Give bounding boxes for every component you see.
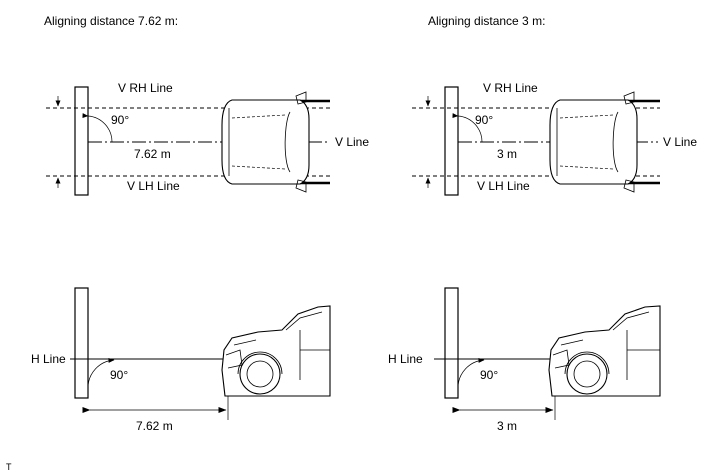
v-lh-line-label: V LH Line [127, 179, 180, 193]
screen-wall [74, 86, 89, 196]
distance-label-side: 7.62 m [136, 419, 173, 433]
angle-label-side: 90° [110, 368, 128, 382]
right-panel: Aligning distance 3 m: V RH Line 90° 3 m… [388, 14, 697, 433]
right-angle-arc-side [457, 357, 485, 389]
car-top-view [549, 91, 660, 193]
right-angle-arc [82, 113, 113, 143]
v-rh-line-label: V RH Line [118, 81, 173, 95]
right-angle-arc-side [87, 357, 115, 389]
left-title: Aligning distance 7.62 m: [44, 14, 178, 28]
h-line-label: H Line [31, 352, 66, 366]
left-side-view: H Line 90° 7.62 m [31, 287, 331, 433]
angle-label: 90° [111, 113, 129, 127]
angle-label-side: 90° [480, 368, 498, 382]
screen-wall-side [444, 287, 459, 399]
distance-label-side: 3 m [497, 419, 517, 433]
v-lh-line-label: V LH Line [477, 179, 530, 193]
right-top-view: V RH Line 90° 3 m V Line V LH Line [412, 81, 697, 196]
right-angle-arc [452, 113, 483, 143]
screen-wall [444, 86, 459, 196]
left-top-view: V RH Line 90° 7.62 m V Line V LH Line [46, 81, 369, 196]
car-side-view [221, 305, 331, 397]
distance-label: 3 m [497, 147, 517, 161]
v-rh-line-label: V RH Line [483, 81, 538, 95]
right-title: Aligning distance 3 m: [428, 14, 545, 28]
angle-label: 90° [475, 113, 493, 127]
right-side-view: H Line 90° 3 m [388, 287, 661, 433]
left-panel: Aligning distance 7.62 m: V RH Line 90° … [31, 14, 369, 433]
v-line-label: V Line [663, 135, 697, 149]
car-side-view [548, 305, 661, 397]
screen-wall-side [74, 287, 89, 399]
h-line-label: H Line [388, 352, 423, 366]
car-top-view [221, 91, 330, 193]
distance-label: 7.62 m [134, 147, 171, 161]
v-line-label: V Line [335, 135, 369, 149]
corner-mark: T [6, 462, 12, 472]
